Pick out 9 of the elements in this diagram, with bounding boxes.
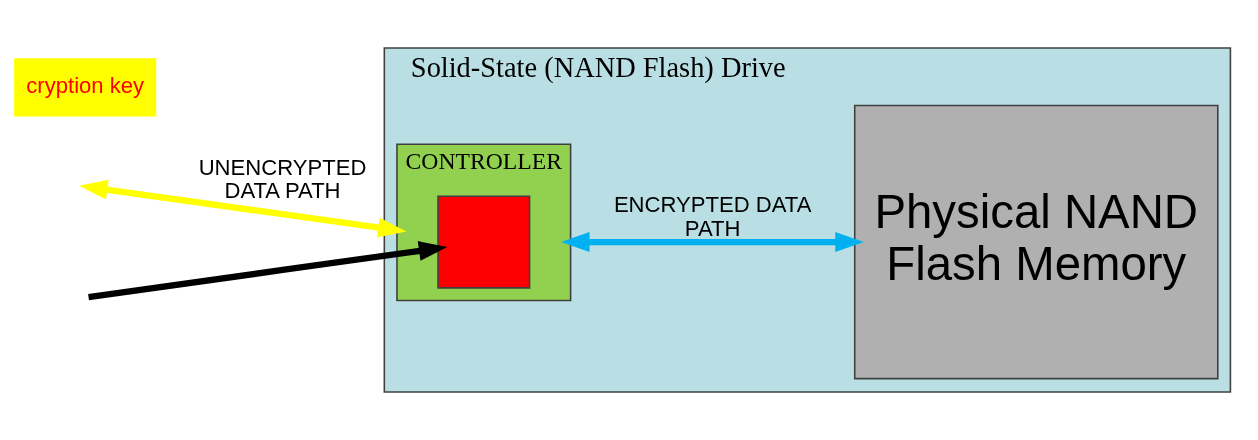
cluster: CONTROLLER xyxy=(396,143,572,302)
node-box: cryption key xyxy=(14,58,157,117)
node-box: Physical NAND Flash Memory xyxy=(853,104,1219,380)
arrow xyxy=(88,241,448,301)
arrow xyxy=(561,232,864,253)
arrow xyxy=(79,179,407,238)
node-box xyxy=(437,195,531,289)
edge-label: ENCRYPTED DATA PATH xyxy=(613,192,812,242)
edge-label: UNENCRYPTED DATA PATH xyxy=(198,154,367,204)
